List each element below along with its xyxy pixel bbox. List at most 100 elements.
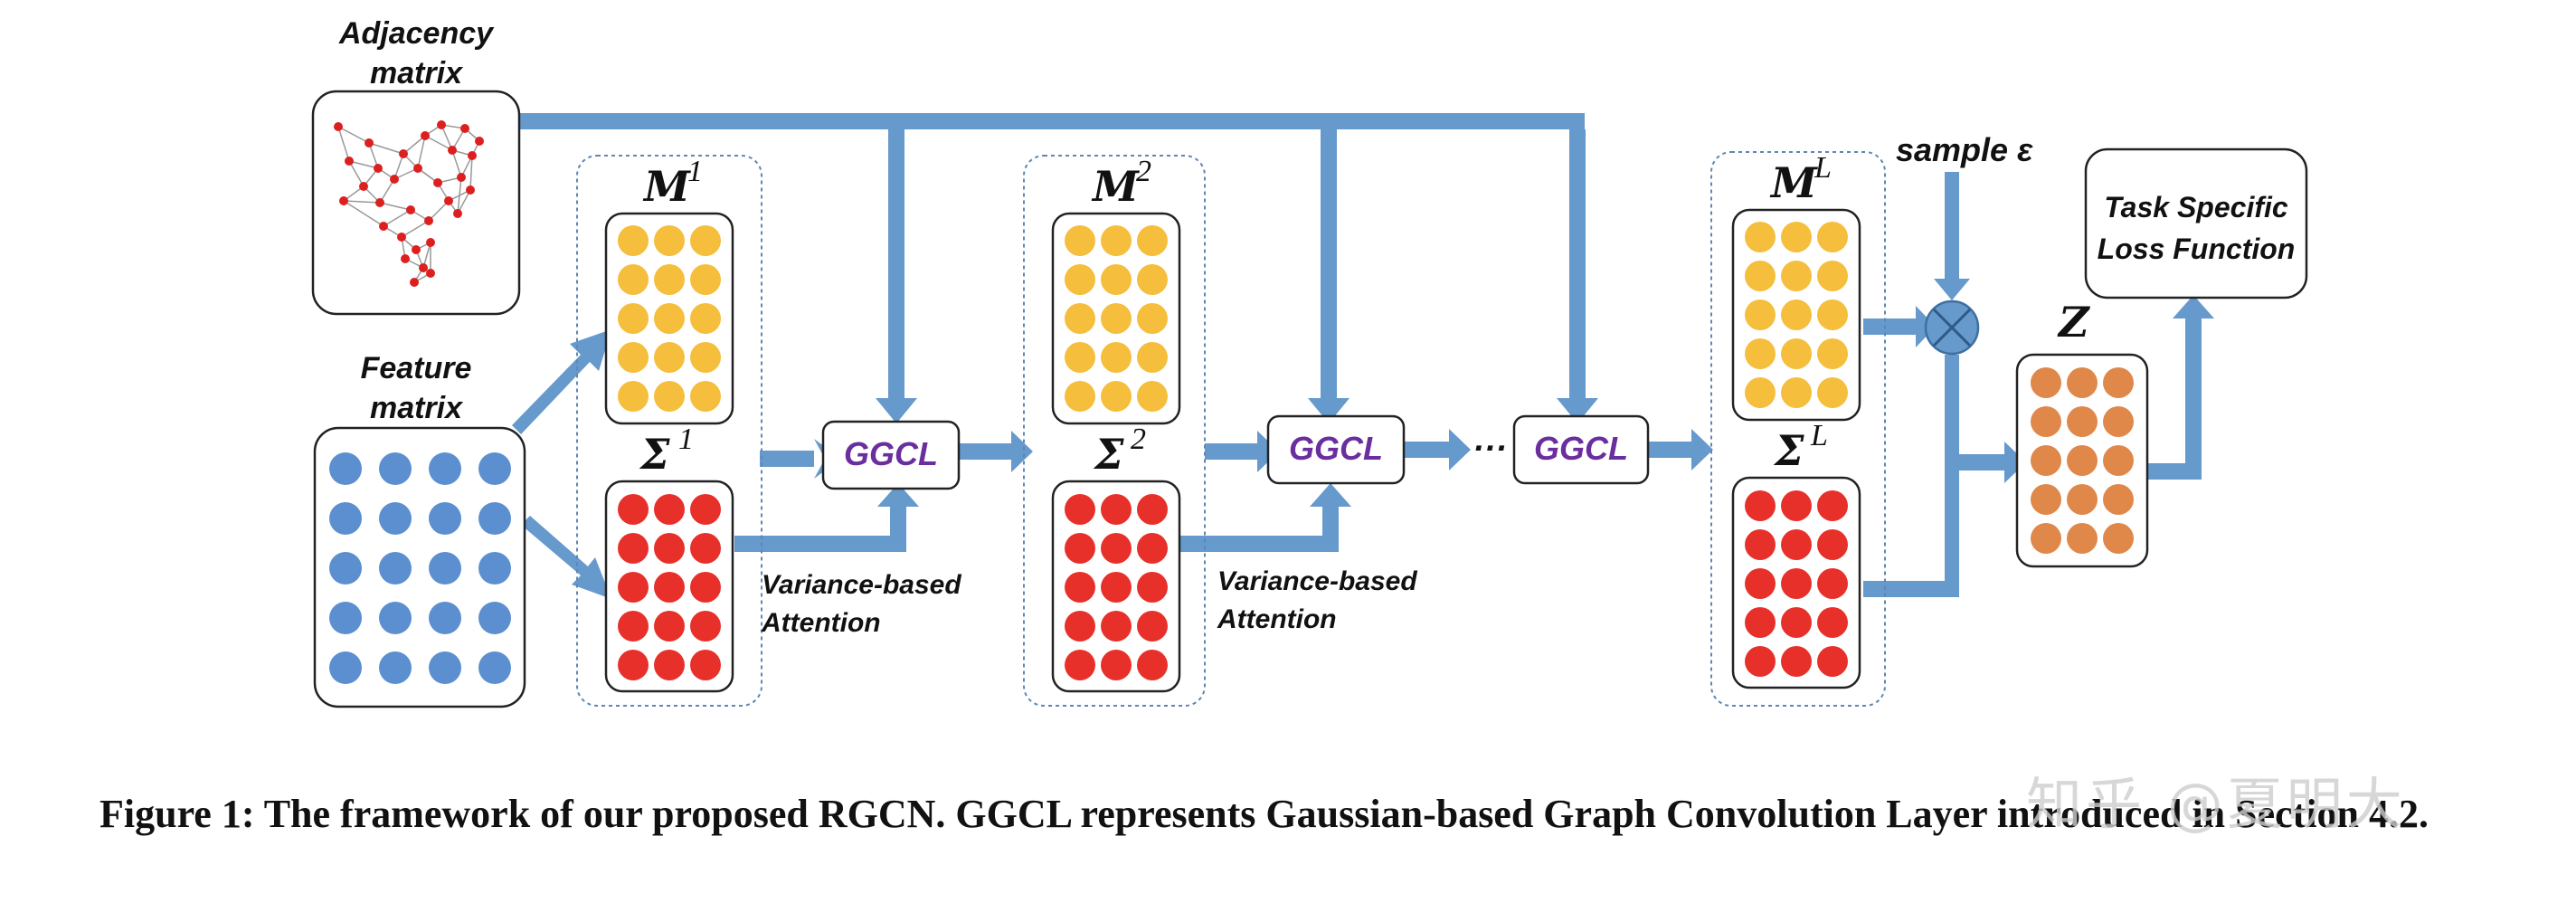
feature-dot	[429, 651, 461, 684]
graph-edge	[343, 200, 381, 204]
layer-2-container	[1023, 155, 1206, 707]
adjacency-label-line1: Adjacency	[338, 16, 495, 51]
var-2-dot	[1101, 611, 1132, 642]
adjacency-drop-3-head	[1557, 398, 1598, 423]
graph-edge	[402, 135, 426, 155]
var-L-symbol: Σ	[1773, 426, 1804, 475]
var-L-dot	[1781, 529, 1812, 560]
mean-L-dot	[1781, 261, 1812, 291]
layer-1-container	[576, 155, 762, 707]
var-2-dot	[1101, 494, 1132, 525]
var-L-dot	[1781, 568, 1812, 599]
var-2-dot	[1137, 533, 1168, 564]
graph-node	[444, 196, 453, 205]
adjacency-drop-2-head	[1308, 398, 1350, 423]
mean-L-sup: L	[1814, 151, 1832, 185]
z-dot	[2067, 445, 2098, 476]
feature-matrix-box	[313, 426, 526, 708]
graph-node	[457, 173, 466, 182]
graph-node	[424, 216, 433, 225]
graph-edge	[348, 160, 365, 187]
mean-1-dot	[654, 342, 685, 373]
feature-dot	[429, 552, 461, 585]
graph-node	[365, 138, 374, 147]
mean-2-dot	[1101, 264, 1132, 295]
graph-node	[453, 209, 462, 218]
ggcl1-out-head	[1011, 431, 1033, 472]
var-2-symbol: Σ	[1093, 430, 1124, 479]
graph-node	[419, 263, 428, 272]
mean-1-dot	[654, 225, 685, 256]
var1-attention-arrow	[734, 536, 906, 552]
graph-edge	[424, 135, 453, 151]
mean-2-symbol: M	[1091, 162, 1141, 211]
mean-2-dot	[1065, 225, 1095, 256]
m2-to-ggcl2-arrow	[1205, 443, 1259, 460]
graph-edge	[379, 178, 395, 204]
var-L-dot	[1817, 568, 1848, 599]
ellipsis: ···	[1473, 430, 1507, 468]
var-1-dot	[654, 572, 685, 603]
mean-2-dot	[1101, 342, 1132, 373]
z-dot	[2031, 367, 2061, 398]
mean-L-symbol: M	[1769, 158, 1819, 207]
multiply-icon	[1924, 299, 1980, 356]
z-dot	[2067, 367, 2098, 398]
mean-1-dot	[654, 264, 685, 295]
graph-edge	[379, 202, 412, 211]
var-2-dot	[1065, 611, 1095, 642]
feature-dot	[478, 452, 511, 485]
attention-1-label-line2: Attention	[761, 608, 881, 638]
var-1-dot	[690, 611, 721, 642]
mean-2-dot	[1101, 303, 1132, 334]
var-2-dot	[1137, 611, 1168, 642]
mean-L-dot	[1745, 338, 1776, 369]
connectors	[512, 113, 2214, 599]
var-1-dot	[690, 533, 721, 564]
var-2-dot	[1137, 572, 1168, 603]
mean-2-dot	[1065, 264, 1095, 295]
graph-node	[468, 151, 477, 160]
graph-node	[460, 124, 469, 133]
ggcl-3-box	[1512, 414, 1650, 485]
layer-L-container	[1710, 151, 1886, 707]
graph-node	[399, 149, 408, 158]
mean-L-dot	[1781, 338, 1812, 369]
graph-edge	[417, 135, 426, 169]
mean-L-dot	[1781, 299, 1812, 330]
var-L-dot	[1817, 646, 1848, 677]
graph-edge	[337, 126, 370, 144]
feature-dot	[478, 602, 511, 634]
adjacency-drop-3	[1569, 129, 1586, 398]
mean-2-dot	[1137, 264, 1168, 295]
var-L-dot	[1745, 568, 1776, 599]
feature-dot	[429, 452, 461, 485]
graph-node	[379, 222, 388, 231]
sample-arrow-head	[1934, 279, 1970, 300]
var-2-dot	[1065, 572, 1095, 603]
mean-1-dot	[618, 225, 649, 256]
mean-2-dot	[1137, 381, 1168, 412]
var2-attention-head	[1310, 483, 1351, 507]
attention-2-label-line2: Attention	[1217, 604, 1337, 634]
var-L-dot	[1745, 490, 1776, 521]
z-dot	[2103, 367, 2134, 398]
ggcl-1-label: GGCL	[844, 435, 938, 472]
graph-node	[374, 164, 383, 173]
feature-label-line2: matrix	[370, 391, 464, 425]
task-loss-box	[2084, 147, 2308, 299]
graph-node	[334, 122, 343, 131]
var-1-dot	[618, 533, 649, 564]
graph-edge	[343, 200, 384, 227]
z-up-bar	[2185, 317, 2202, 480]
mean-L-dot	[1745, 222, 1776, 252]
feature-dot	[329, 552, 362, 585]
var-1-dot	[654, 611, 685, 642]
ggcl-2-box	[1266, 414, 1406, 485]
var-L-dot	[1817, 490, 1848, 521]
feature-dot	[329, 651, 362, 684]
adjacency-drop-2	[1321, 129, 1337, 398]
adjacency-box	[311, 90, 521, 316]
adjacency-drop-1-head	[876, 398, 917, 423]
mean-1-dot	[690, 303, 721, 334]
